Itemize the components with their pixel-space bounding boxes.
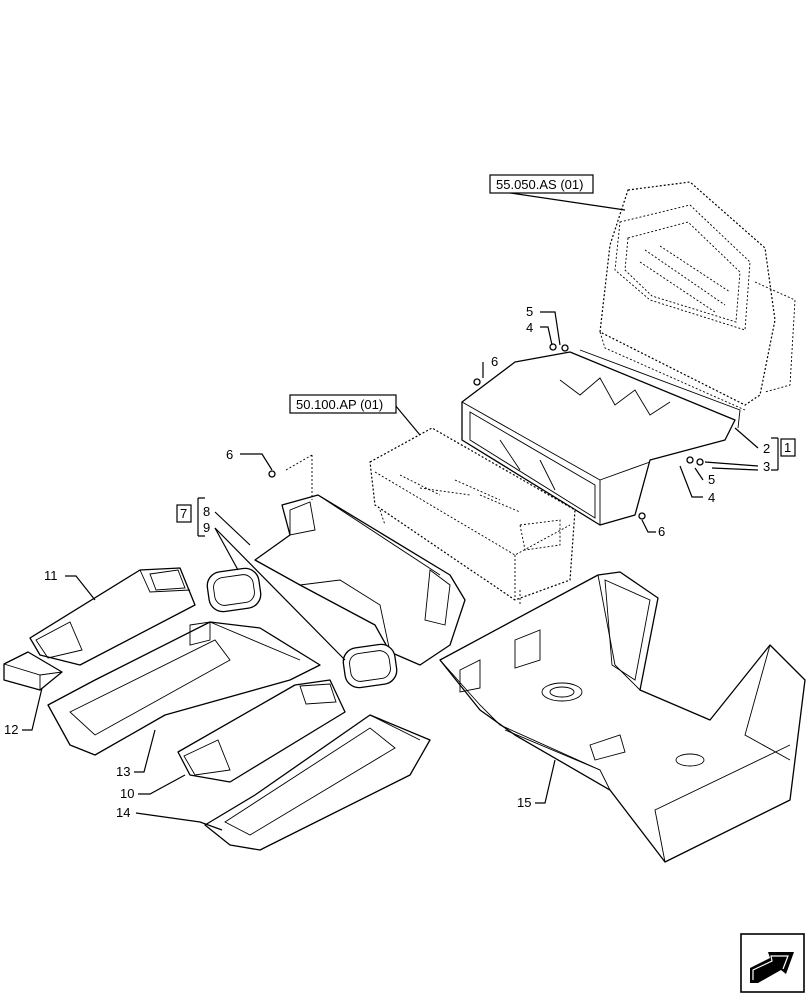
- reference-block-50100: [369, 427, 576, 605]
- callout-11: 11: [44, 568, 58, 583]
- reference-box-55050[interactable]: 55.050.AS (01): [489, 174, 594, 194]
- callout-5-right: 5: [708, 472, 715, 487]
- callout-8: 8: [203, 504, 210, 519]
- reference-housing-55050: [599, 181, 796, 411]
- reference-label-50100: 50.100.AP (01): [296, 397, 383, 412]
- callout-3: 3: [763, 459, 770, 474]
- leader-lines: [22, 189, 779, 831]
- boxed-label-7: 7: [180, 506, 187, 521]
- boxed-callout-1[interactable]: 1: [780, 438, 796, 457]
- callout-5-top: 5: [526, 304, 533, 319]
- part-8-ring: [206, 567, 262, 613]
- part-14-tray: [204, 714, 431, 851]
- boxed-callout-7[interactable]: 7: [176, 504, 192, 523]
- callout-numbers: 2 3 5 4 6 6 5 4 6 8 9 11 12 13 10 14 15: [4, 304, 770, 820]
- callout-6-top: 6: [491, 354, 498, 369]
- callout-15: 15: [517, 795, 531, 810]
- part-15-floor-mat: [439, 571, 806, 863]
- part-11-vent: [29, 567, 196, 666]
- callout-10: 10: [120, 786, 134, 801]
- part-9-ring: [342, 643, 398, 689]
- callout-4-top: 4: [526, 320, 533, 335]
- reference-box-50100[interactable]: 50.100.AP (01): [289, 394, 397, 414]
- callout-14: 14: [116, 805, 130, 820]
- callout-12: 12: [4, 722, 18, 737]
- callout-4-right: 4: [708, 490, 715, 505]
- callout-9: 9: [203, 520, 210, 535]
- arrow-navigation-icon[interactable]: [740, 933, 805, 993]
- callout-6-left: 6: [226, 447, 233, 462]
- reference-label-55050: 55.050.AS (01): [496, 177, 583, 192]
- part-10-vent: [177, 679, 346, 783]
- callout-2: 2: [763, 441, 770, 456]
- part-7-distribution-duct: [254, 494, 466, 666]
- boxed-label-1: 1: [784, 440, 791, 455]
- part-12-filter-pad: [3, 651, 63, 691]
- callout-6-right: 6: [658, 524, 665, 539]
- part-13-tray: [47, 621, 321, 756]
- callout-13: 13: [116, 764, 130, 779]
- hardware-screws: [268, 343, 704, 520]
- part-2-air-duct: [461, 349, 741, 526]
